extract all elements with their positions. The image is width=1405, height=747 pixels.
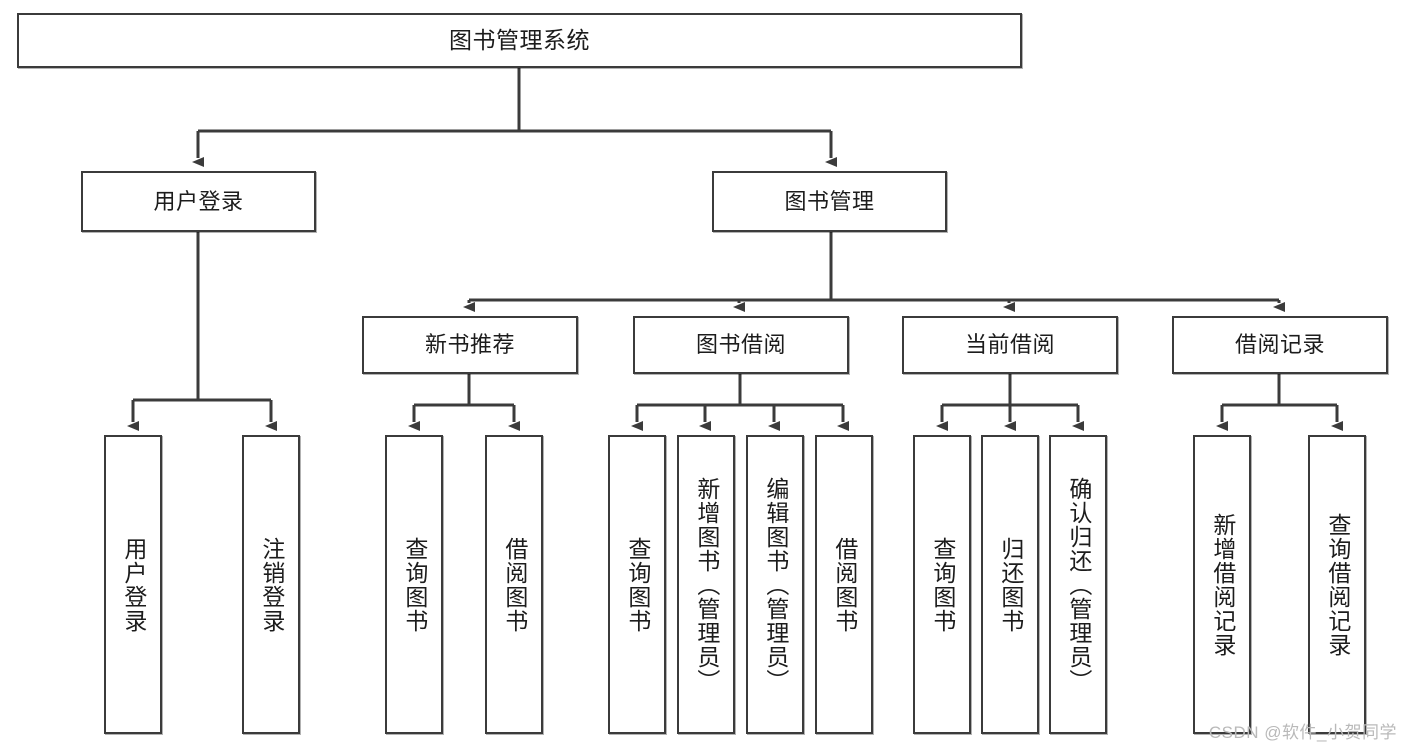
node-current-borrow[interactable]: 当前借阅 [902, 316, 1118, 374]
node-label: 查询图书 [929, 536, 956, 633]
node-label: 借阅图书 [501, 536, 528, 633]
node-label: 编辑图书（管理员） [762, 476, 789, 693]
csdn-watermark: CSDN @软件_小贺同学 [1208, 723, 1397, 742]
leaf-borrow-add-book-admin[interactable]: 新增图书（管理员） [677, 435, 735, 734]
leaf-record-query-record[interactable]: 查询借阅记录 [1308, 435, 1366, 734]
node-user-login[interactable]: 用户登录 [81, 171, 316, 232]
leaf-user-login-signin[interactable]: 用户登录 [104, 435, 162, 734]
node-label: 确认归还（管理员） [1065, 476, 1092, 693]
node-label: 归还图书 [997, 536, 1024, 633]
leaf-borrow-edit-book-admin[interactable]: 编辑图书（管理员） [746, 435, 804, 734]
leaf-current-confirm-return-admin[interactable]: 确认归还（管理员） [1049, 435, 1107, 734]
leaf-current-return-book[interactable]: 归还图书 [981, 435, 1039, 734]
node-label: 图书管理 [784, 188, 875, 214]
node-label: 注销登录 [258, 536, 285, 633]
leaf-borrow-borrow-book[interactable]: 借阅图书 [815, 435, 873, 734]
leaf-user-login-signout[interactable]: 注销登录 [242, 435, 300, 734]
node-new-book-recommend[interactable]: 新书推荐 [362, 316, 578, 374]
leaf-record-add-record[interactable]: 新增借阅记录 [1193, 435, 1251, 734]
node-label: 用户登录 [120, 536, 147, 633]
node-book-borrow[interactable]: 图书借阅 [633, 316, 849, 374]
leaf-recommend-query-book[interactable]: 查询图书 [385, 435, 443, 734]
node-label: 新书推荐 [424, 332, 515, 358]
node-borrow-record[interactable]: 借阅记录 [1172, 316, 1388, 374]
node-label: 新增借阅记录 [1209, 512, 1236, 657]
node-root-system[interactable]: 图书管理系统 [17, 13, 1022, 68]
node-book-management[interactable]: 图书管理 [712, 171, 947, 232]
node-label: 用户登录 [153, 188, 244, 214]
node-label: 图书借阅 [695, 332, 786, 358]
node-label: 查询图书 [401, 536, 428, 633]
node-label: 借阅记录 [1234, 332, 1325, 358]
leaf-recommend-borrow-book[interactable]: 借阅图书 [485, 435, 543, 734]
node-label: 新增图书（管理员） [693, 476, 720, 693]
leaf-current-query-book[interactable]: 查询图书 [913, 435, 971, 734]
node-label: 图书管理系统 [449, 26, 590, 53]
node-label: 查询借阅记录 [1324, 512, 1351, 657]
node-label: 当前借阅 [964, 332, 1055, 358]
leaf-borrow-query-book[interactable]: 查询图书 [608, 435, 666, 734]
node-label: 借阅图书 [831, 536, 858, 633]
node-label: 查询图书 [624, 536, 651, 633]
